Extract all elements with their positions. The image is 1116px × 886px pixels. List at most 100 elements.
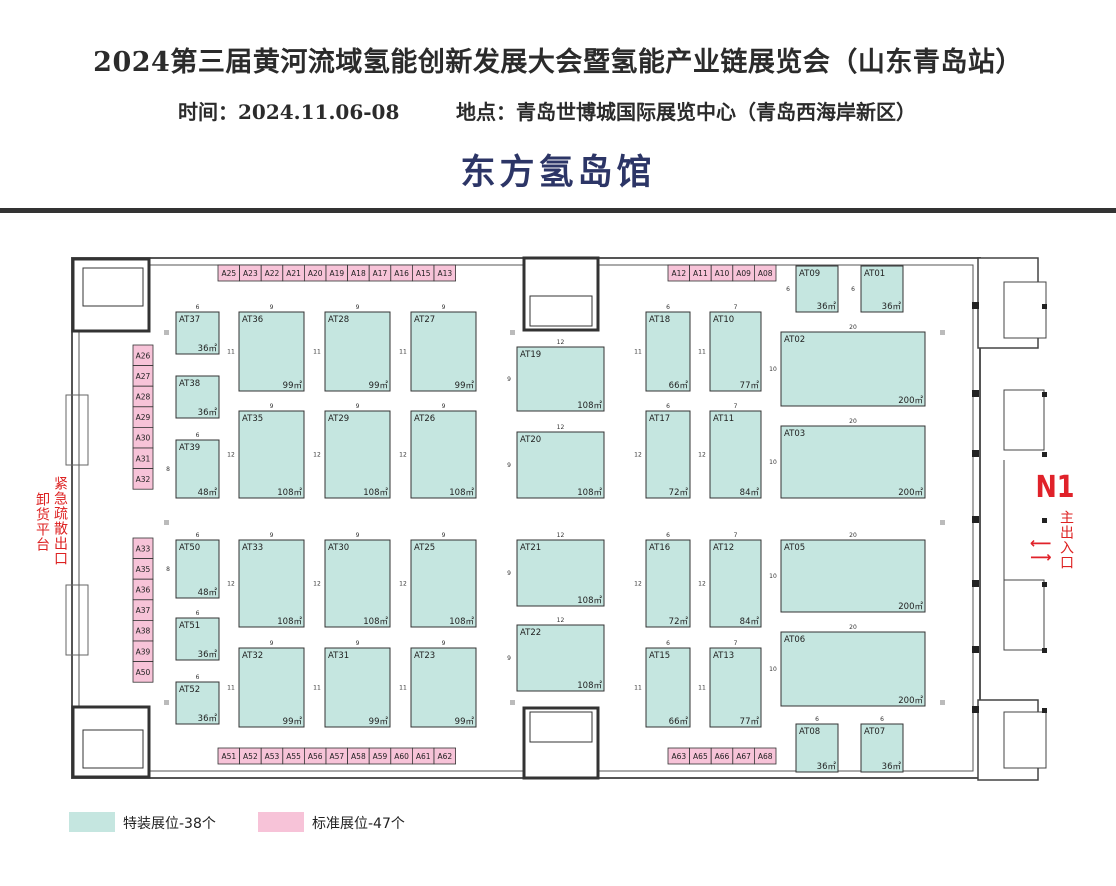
standard-booth-a25[interactable]: A25 — [217, 264, 241, 282]
standard-booth-a12[interactable]: A12 — [667, 264, 691, 282]
standard-booth-a30[interactable]: A30 — [132, 426, 154, 449]
standard-booth-a56[interactable]: A56 — [303, 747, 327, 765]
standard-booth-a63[interactable]: A63 — [667, 747, 691, 765]
booth-id-label: AT11 — [713, 414, 734, 424]
standard-booth-a66[interactable]: A66 — [710, 747, 734, 765]
standard-booth-a68[interactable]: A68 — [754, 747, 777, 765]
special-booth-layer: AT3736㎡6AT3836㎡AT3948㎡68AT5048㎡68AT5136㎡… — [166, 265, 926, 773]
booth-id-label: AT51 — [179, 621, 200, 631]
standard-booth-a62[interactable]: A62 — [433, 747, 457, 765]
booth-id-label: AT13 — [713, 651, 734, 661]
standard-booth-a35[interactable]: A35 — [132, 558, 154, 580]
standard-booth-a51[interactable]: A51 — [217, 747, 241, 765]
pillar-marker — [940, 700, 945, 705]
standard-booth-a17[interactable]: A17 — [368, 264, 392, 282]
standard-booth-a20[interactable]: A20 — [303, 264, 327, 282]
booth-width-label: 9 — [356, 403, 360, 410]
booth-width-label: 6 — [196, 532, 200, 539]
standard-booth-a16[interactable]: A16 — [390, 264, 413, 282]
booth-id-label: A27 — [136, 372, 151, 381]
standard-booth-a23[interactable]: A23 — [239, 264, 262, 282]
standard-booth-a38[interactable]: A38 — [132, 620, 154, 642]
standard-booth-a22[interactable]: A22 — [260, 264, 284, 282]
standard-booth-a21[interactable]: A21 — [282, 264, 305, 282]
standard-booth-a27[interactable]: A27 — [132, 365, 154, 387]
standard-booth-a26[interactable]: A26 — [132, 344, 154, 367]
standard-booth-a37[interactable]: A37 — [132, 599, 154, 621]
standard-booth-a57[interactable]: A57 — [325, 747, 349, 765]
standard-booth-a10[interactable]: A10 — [710, 264, 734, 282]
standard-booth-a61[interactable]: A61 — [411, 747, 435, 765]
booth-id-label: AT30 — [328, 543, 349, 553]
booth-area-label: 200㎡ — [898, 396, 923, 406]
standard-booth-a36[interactable]: A36 — [132, 578, 154, 601]
booth-id-label: A17 — [373, 269, 388, 278]
standard-booth-a60[interactable]: A60 — [390, 747, 413, 765]
standard-booth-a18[interactable]: A18 — [347, 264, 370, 282]
standard-booth-a67[interactable]: A67 — [732, 747, 755, 765]
standard-booth-a52[interactable]: A52 — [239, 747, 262, 765]
booth-id-label: AT26 — [414, 414, 435, 424]
standard-booth-a09[interactable]: A09 — [732, 264, 755, 282]
booth-area-label: 36㎡ — [198, 714, 218, 724]
booth-area-label: 108㎡ — [449, 488, 474, 498]
standard-booth-a59[interactable]: A59 — [368, 747, 392, 765]
booth-box — [516, 624, 605, 692]
standard-booth-a58[interactable]: A58 — [347, 747, 370, 765]
standard-booth-a32[interactable]: A32 — [132, 468, 154, 490]
standard-booth-a19[interactable]: A19 — [325, 264, 349, 282]
standard-booth-a50[interactable]: A50 — [132, 661, 154, 683]
standard-booth-a29[interactable]: A29 — [132, 406, 154, 428]
standard-booth-a15[interactable]: A15 — [411, 264, 435, 282]
standard-booth-a13[interactable]: A13 — [433, 264, 457, 282]
standard-booth-a65[interactable]: A65 — [689, 747, 712, 765]
standard-booth-a11[interactable]: A11 — [689, 264, 712, 282]
standard-booth-a28[interactable]: A28 — [132, 385, 154, 408]
standard-booth-a55[interactable]: A55 — [282, 747, 305, 765]
standard-booth-a53[interactable]: A53 — [260, 747, 284, 765]
standard-booth-a08[interactable]: A08 — [754, 264, 777, 282]
standard-booth-a39[interactable]: A39 — [132, 640, 154, 663]
standard-booth-a33[interactable]: A33 — [132, 537, 154, 560]
standard-booth-a31[interactable]: A31 — [132, 447, 154, 470]
